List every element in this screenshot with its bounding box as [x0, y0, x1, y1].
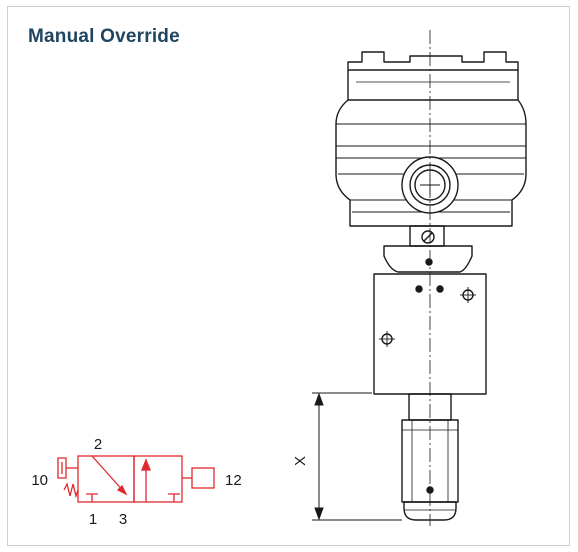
valve-symbol: [57, 455, 215, 503]
symbol-envelope-right: [133, 455, 183, 503]
page-title: Manual Override: [28, 26, 180, 47]
port-label-1: 1: [89, 511, 97, 528]
port-label-12: 12: [225, 472, 242, 489]
symbol-manual-actuator: [57, 457, 67, 479]
symbol-pilot-actuator: [191, 467, 215, 489]
valve-drawing: [335, 30, 527, 526]
port-label-10: 10: [31, 472, 48, 489]
actuator-dot-right: [436, 285, 444, 293]
symbol-envelope-left: [77, 455, 135, 503]
symbol-spring: [63, 482, 79, 499]
valve-top-cap: [347, 51, 519, 70]
dimension-arrow-bottom: [314, 507, 324, 521]
symbol-block-right: [168, 493, 180, 502]
valve-screw-head: [421, 230, 435, 244]
port-label-2: 2: [94, 436, 102, 453]
valve-neck: [383, 245, 473, 273]
port-label-3: 3: [119, 511, 127, 528]
symbol-port-labels: 2 10 12 1 3: [31, 436, 241, 528]
actuator-dot-left: [415, 285, 423, 293]
dimension-x: [312, 392, 402, 521]
dimension-arrow-top: [314, 392, 324, 406]
valve-neck-dot: [425, 258, 433, 266]
override-knob: [403, 501, 457, 521]
symbol-block-left: [86, 493, 98, 502]
dimension-label: X: [292, 456, 309, 466]
